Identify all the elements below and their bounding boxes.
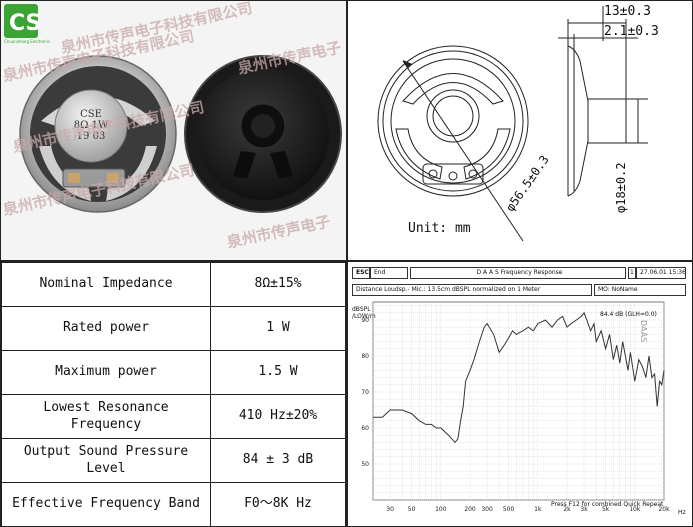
chart-date: 27.06.01 15:36 (636, 267, 686, 279)
frequency-chart: 90 80 70 60 50 30 50 100 200 300 500 1k 2k 3k 5k 10k 20… (361, 301, 670, 513)
company-logo: CS Chuansheng Electronic (4, 4, 50, 46)
y-tick-label: 70 (361, 389, 369, 396)
x-tick-label: 200 (464, 506, 476, 513)
spec-value: 1.5 W (210, 350, 346, 395)
speaker-photo (19, 55, 342, 213)
speaker-drawing (377, 6, 648, 242)
spec-value: 410 Hz±20% (210, 394, 346, 439)
y-tick-label: 90 (361, 317, 369, 324)
x-tick-label: 10k (629, 506, 641, 513)
chart-footer: Press F12 for combined Quick Repeat (551, 501, 664, 508)
x-tick-label: 500 (503, 506, 515, 513)
x-tick-label: 2k (563, 506, 571, 513)
spec-label: Output Sound Pressure Level (1, 438, 211, 483)
frequency-response-panel: ESC End D A A S Frequency Response 1 27.… (348, 262, 692, 526)
x-tick-label: 100 (435, 506, 447, 513)
spec-row: Lowest Resonance Frequency 410 Hz±20% (1, 394, 346, 439)
dim-magnet: φ18±0.2 (614, 162, 628, 213)
mode-box: MO: NoName (594, 284, 686, 296)
spec-row: Maximum power 1.5 W (1, 350, 346, 395)
spec-label: Lowest Resonance Frequency (1, 394, 211, 439)
spec-value: 1 W (210, 306, 346, 351)
y-axis-unit: /LOW/m (352, 313, 376, 320)
response-curve (373, 311, 665, 444)
spec-row: Rated power 1 W (1, 306, 346, 351)
spec-row: Nominal Impedance 8Ω±15% (1, 262, 346, 307)
product-photo: CSE 8Ω 1W 19 03 CS Chuansheng Electronic… (1, 1, 346, 260)
chart-subtitle: Distance Loudsp.- Mic.: 13.5cm dBSPL nor… (352, 284, 592, 296)
spec-label: Nominal Impedance (1, 262, 211, 307)
dim-depth: 13±0.3 (604, 4, 651, 19)
x-tick-label: 1k (534, 506, 542, 513)
x-tick-label: 20k (658, 506, 670, 513)
x-tick-label: 3k (580, 506, 588, 513)
logo-caption: Chuansheng Electronic (4, 39, 50, 44)
spec-value: 8Ω±15% (210, 262, 346, 307)
spec-label: Rated power (1, 306, 211, 351)
y-tick-label: 60 (361, 425, 369, 432)
dim-flange: 2.1±0.3 (604, 24, 659, 39)
y-tick-label: 80 (361, 353, 369, 360)
x-axis-unit: Hz (678, 509, 686, 516)
end-button[interactable]: End (370, 267, 408, 279)
spec-value: F0～8K Hz (210, 482, 346, 527)
x-tick-label: 300 (481, 506, 493, 513)
esc-button[interactable]: ESC (352, 267, 370, 279)
cursor-readout: 84.4 dB (GLH=0.0) (600, 311, 657, 318)
x-tick-label: 50 (408, 506, 416, 513)
y-axis-label: dBSPL (352, 306, 371, 313)
magnet-label-date: 19 03 (76, 131, 106, 142)
spec-row: Output Sound Pressure Level 84 ± 3 dB (1, 438, 346, 483)
x-tick-label: 5k (602, 506, 610, 513)
spec-label: Maximum power (1, 350, 211, 395)
unit-label: Unit: mm (408, 221, 471, 236)
spec-label: Effective Frequency Band (1, 482, 211, 527)
magnet-label-brand: CSE (80, 109, 102, 120)
x-tick-label: 30 (386, 506, 394, 513)
chart-title: D A A S Frequency Response (410, 267, 626, 279)
spec-value: 84 ± 3 dB (210, 438, 346, 483)
spec-table: Nominal Impedance 8Ω±15% Rated power 1 W… (1, 262, 346, 527)
dimension-drawing: 13±0.3 2.1±0.3 φ56.5±0.3 φ18±0.2 Unit: m… (348, 1, 692, 260)
logo-letters: CS (9, 11, 41, 36)
magnet-label-spec: 8Ω 1W (73, 120, 109, 131)
divider-horizontal (0, 260, 693, 262)
spec-row: Effective Frequency Band F0～8K Hz (1, 482, 346, 527)
magnet-label: CSE 8Ω 1W 19 03 (71, 109, 111, 142)
date-index: 1 (628, 267, 636, 279)
y-tick-label: 50 (361, 461, 369, 468)
divider-vertical (346, 0, 348, 527)
